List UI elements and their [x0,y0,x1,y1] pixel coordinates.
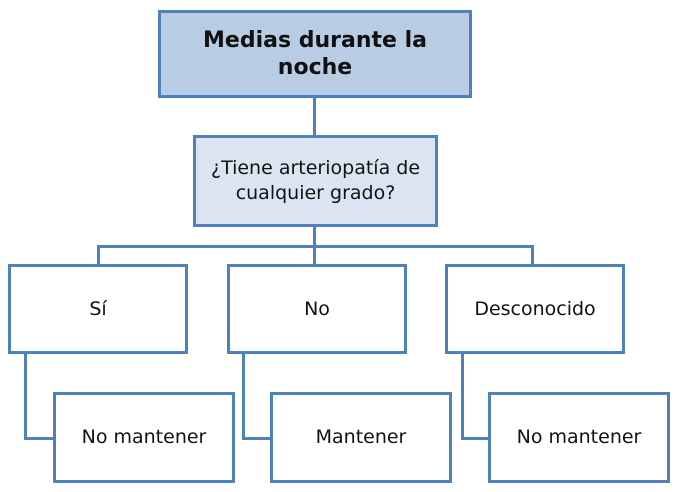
connector-elbow-si-horizontal [24,437,54,440]
connector-question-stub [313,227,316,248]
node-answer-desconocido-label: Desconocido [474,297,596,320]
node-answer-si-label: Sí [89,297,107,320]
connector-elbow-desconocido-horizontal [461,437,489,440]
node-outcome-si-label: No mantener [81,426,207,449]
node-title: Medias durante la noche [158,10,472,98]
node-question-label: ¿Tiene arteriopatía de cualquier grado? [210,157,421,204]
node-outcome-si: No mantener [53,392,235,483]
node-title-label: Medias durante la noche [203,27,427,81]
node-answer-no-label: No [304,297,330,320]
connector-elbow-no-horizontal [242,437,271,440]
connector-title-to-question [313,98,316,135]
node-answer-si: Sí [8,264,188,354]
node-answer-no: No [227,264,407,354]
node-answer-desconocido: Desconocido [445,264,625,354]
connector-drop-si [97,245,100,265]
node-outcome-desconocido: No mantener [488,392,670,483]
node-outcome-desconocido-label: No mantener [516,426,642,449]
node-question: ¿Tiene arteriopatía de cualquier grado? [193,135,438,227]
connector-elbow-si-vertical [24,353,27,440]
connector-drop-desconocido [531,245,534,265]
connector-elbow-desconocido-vertical [461,353,464,440]
connector-elbow-no-vertical [242,353,245,440]
node-outcome-no-label: Mantener [315,426,407,449]
connector-drop-no [313,245,316,265]
node-outcome-no: Mantener [270,392,452,483]
